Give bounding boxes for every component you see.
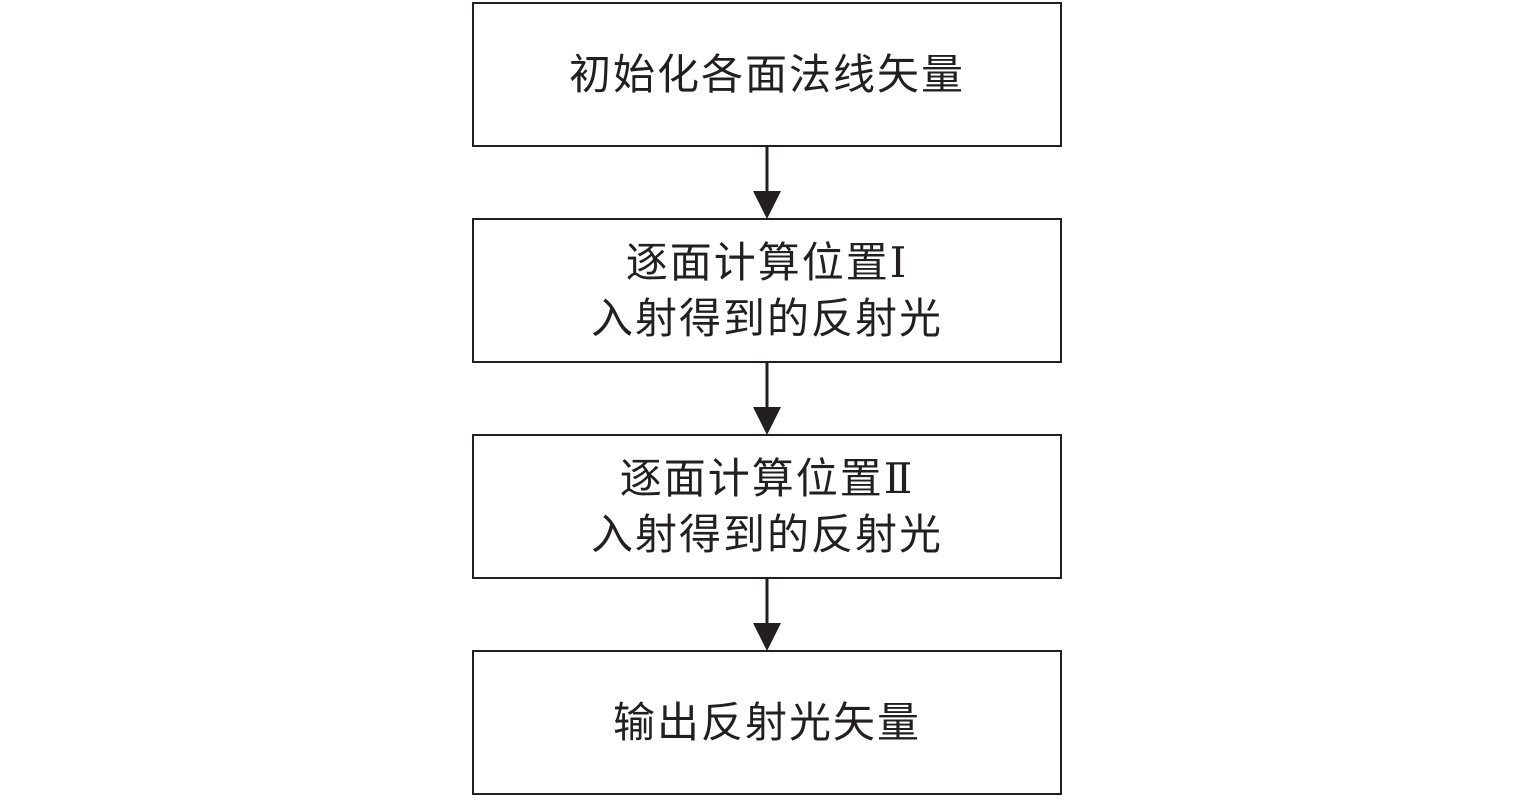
step-compute-position-1: 逐面计算位置Ⅰ 入射得到的反射光 (472, 218, 1062, 363)
step-compute-position-2: 逐面计算位置Ⅱ 入射得到的反射光 (472, 434, 1062, 579)
step-3-label-line-1: 逐面计算位置Ⅱ (619, 453, 915, 503)
step-2-label-line-1: 逐面计算位置Ⅰ (625, 237, 909, 287)
step-4-label: 输出反射光矢量 (612, 697, 921, 747)
arrow-down-icon (753, 147, 781, 219)
step-initialize-normals: 初始化各面法线矢量 (472, 2, 1062, 147)
arrow-down-icon (753, 363, 781, 435)
step-output-reflection-vector: 输出反射光矢量 (472, 650, 1062, 795)
step-1-label: 初始化各面法线矢量 (568, 49, 965, 99)
step-3-label-line-2: 入射得到的反射光 (590, 509, 943, 559)
step-2-label-line-2: 入射得到的反射光 (590, 293, 943, 343)
arrow-down-icon (753, 579, 781, 651)
